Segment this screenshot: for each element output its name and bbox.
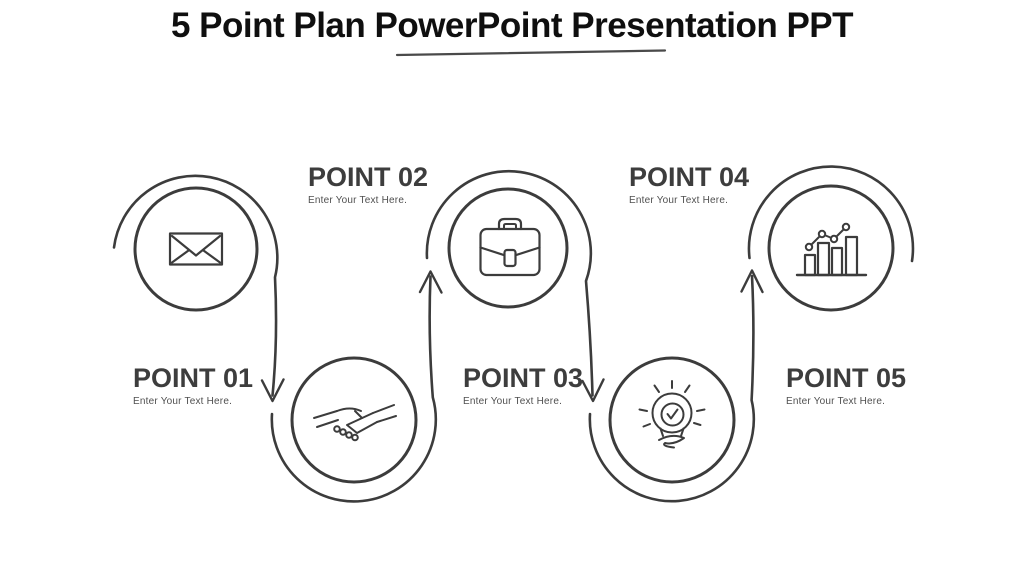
flow-step-5 <box>747 165 915 312</box>
point-circle-3 <box>447 187 569 309</box>
envelope-icon <box>168 232 224 266</box>
title-underline <box>395 49 667 57</box>
flow-arc-2 <box>270 275 438 503</box>
point-subtitle-1: Enter Your Text Here. <box>133 396 233 407</box>
point-subtitle-4: Enter Your Text Here. <box>629 195 729 206</box>
point-label-4: POINT 04 <box>629 162 750 192</box>
point-block-4: POINT 04 Enter Your Text Here. <box>629 161 749 207</box>
point-block-5: POINT 05 Enter Your Text Here. <box>786 362 906 408</box>
bar-chart-icon <box>795 222 868 277</box>
flow-step-2 <box>270 270 443 503</box>
flow-arc-5 <box>747 165 915 263</box>
flow-arc-3 <box>425 169 594 397</box>
point-circle-5 <box>767 184 895 312</box>
slide-title: 5 Point Plan PowerPoint Presentation PPT <box>170 6 854 45</box>
point-subtitle-5: Enter Your Text Here. <box>786 396 886 407</box>
arrow-down-icon <box>581 378 605 403</box>
point-subtitle-3: Enter Your Text Here. <box>463 396 563 407</box>
flow-step-4 <box>588 269 764 503</box>
point-label-5: POINT 05 <box>786 363 907 393</box>
point-circle-1 <box>133 186 259 312</box>
handshake-icon <box>313 404 397 442</box>
point-label-2: POINT 02 <box>308 162 429 192</box>
point-label-3: POINT 03 <box>463 363 584 393</box>
briefcase-icon <box>479 217 541 277</box>
arrow-up-icon <box>740 269 764 294</box>
point-label-1: POINT 01 <box>133 363 254 393</box>
flow-step-3 <box>425 169 605 403</box>
lightbulb-check-icon <box>638 380 706 449</box>
flow-arc-1 <box>112 174 279 397</box>
flow-step-1 <box>112 174 285 403</box>
point-circle-4 <box>608 356 736 484</box>
point-block-1: POINT 01 Enter Your Text Here. <box>133 362 253 408</box>
point-subtitle-2: Enter Your Text Here. <box>308 195 408 206</box>
point-circle-2 <box>290 356 418 484</box>
arrow-down-icon <box>260 378 285 403</box>
arrow-up-icon <box>418 270 443 294</box>
point-block-2: POINT 02 Enter Your Text Here. <box>308 161 428 207</box>
flow-arc-4 <box>588 274 756 503</box>
point-block-3: POINT 03 Enter Your Text Here. <box>463 362 583 408</box>
